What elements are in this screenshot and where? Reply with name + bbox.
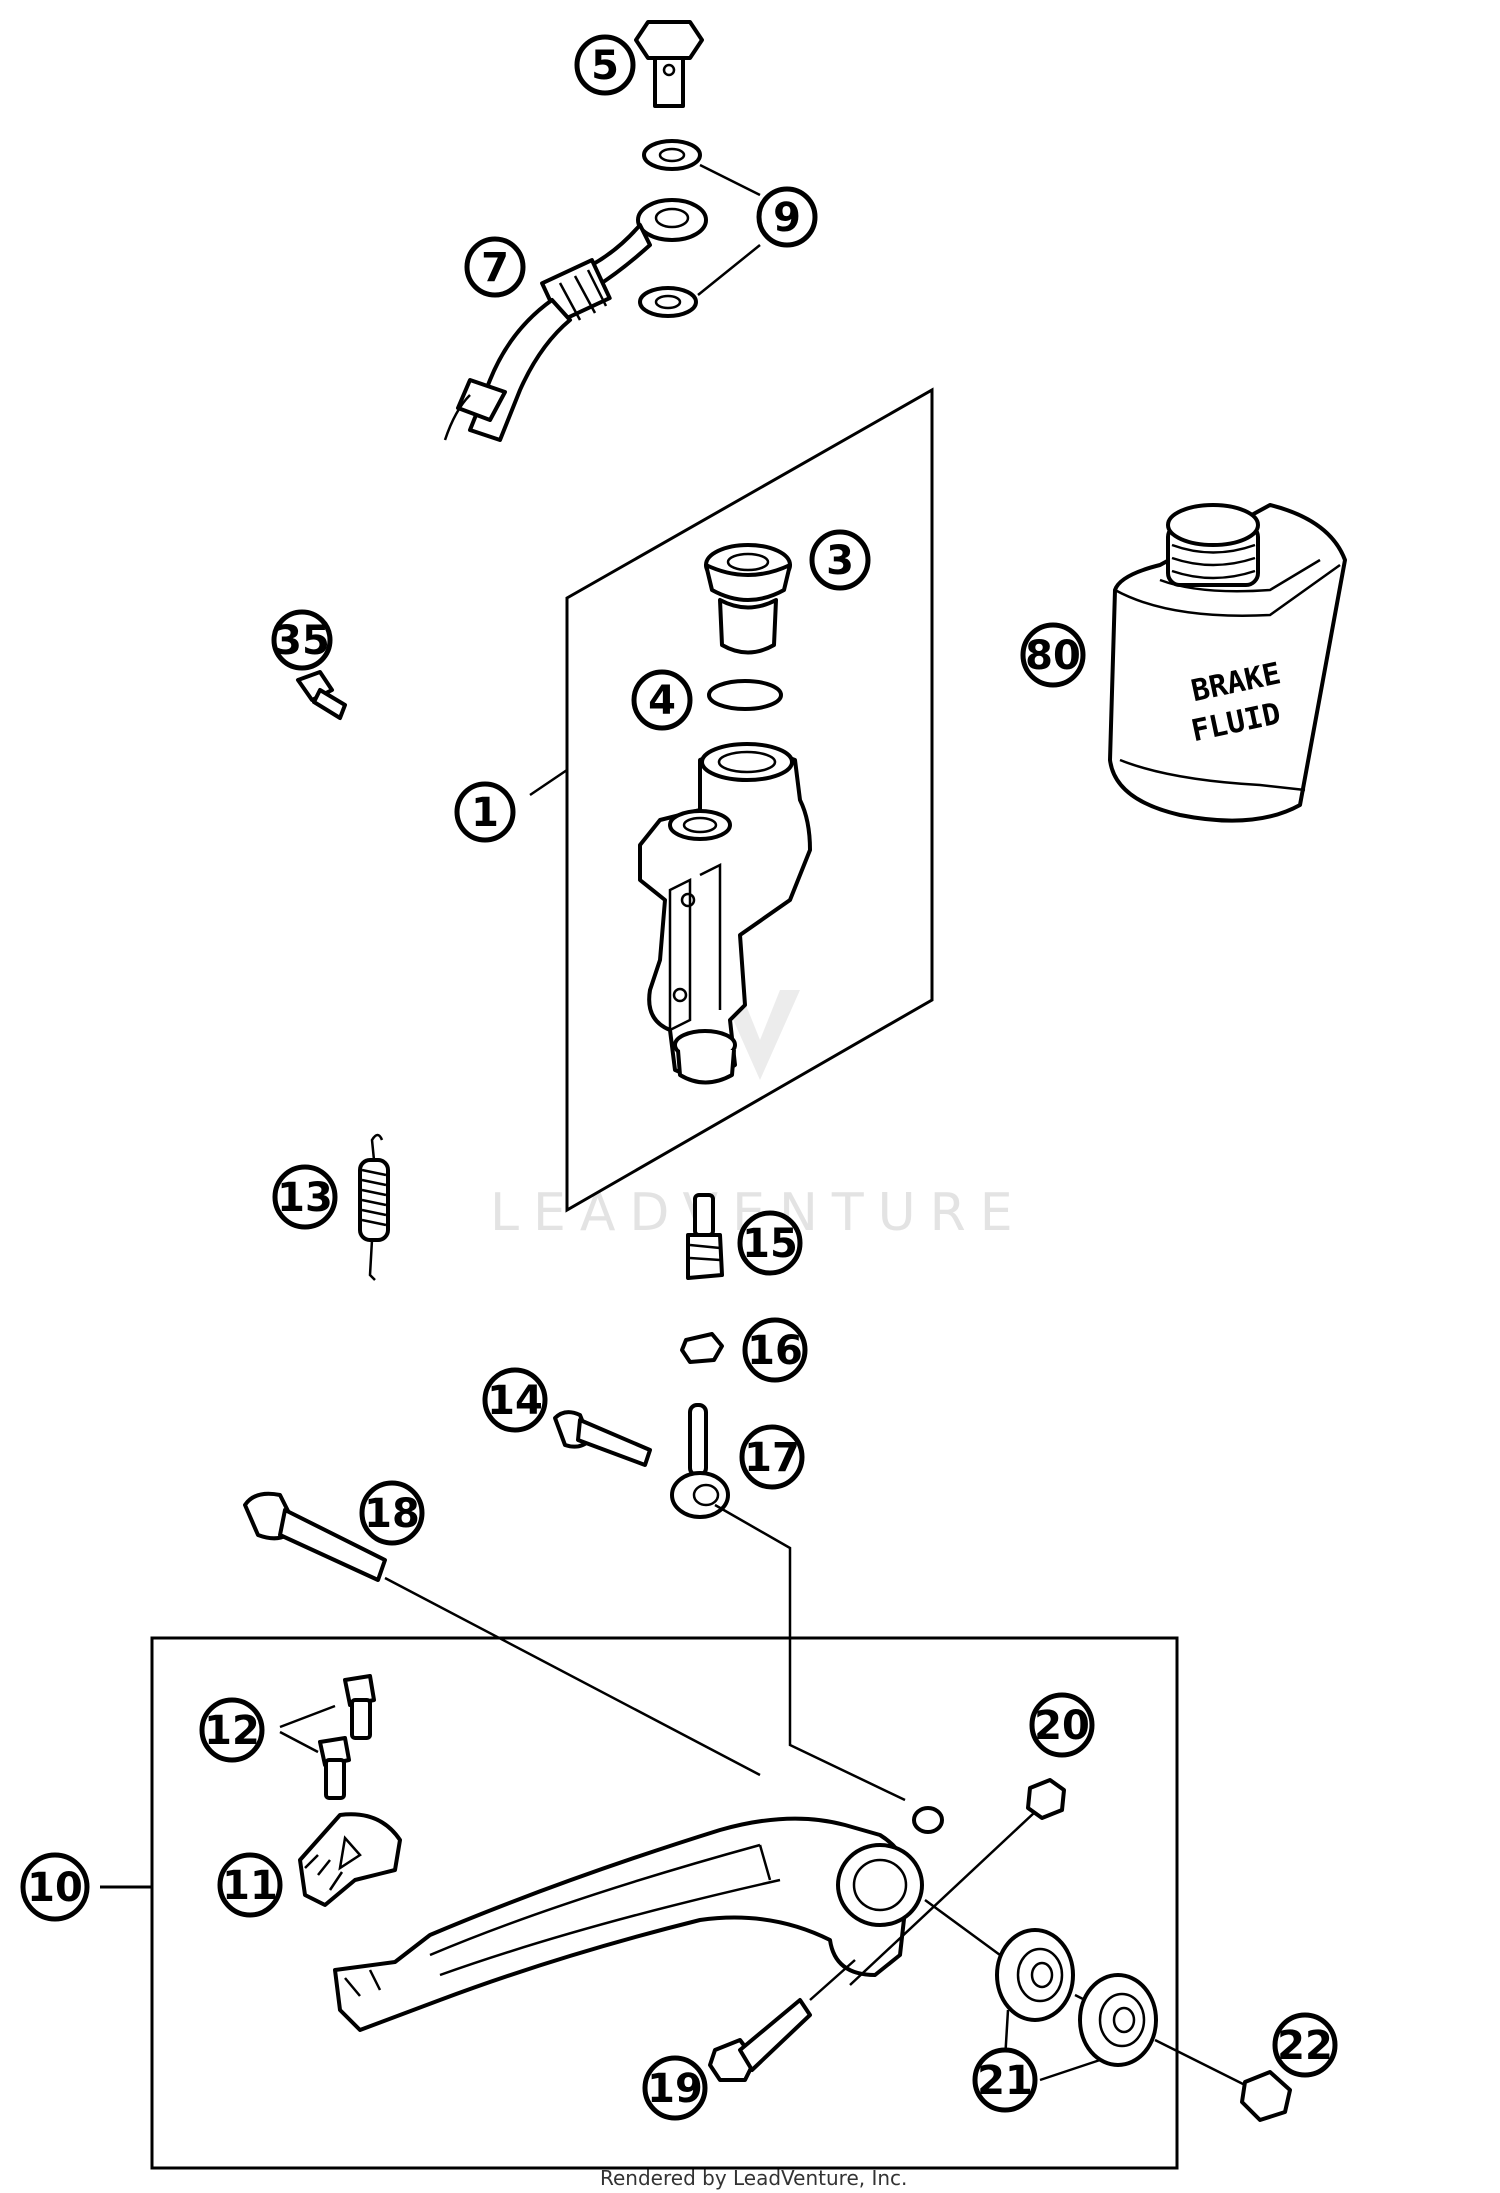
lock-nut — [680, 1332, 724, 1364]
master-cylinder-frame — [565, 387, 934, 1213]
lever-nut — [1026, 1778, 1066, 1820]
leader-washers — [697, 163, 761, 296]
brake-lever — [333, 1806, 944, 2032]
reservoir-cap — [704, 543, 792, 655]
svg-text:21: 21 — [977, 2058, 1033, 2104]
svg-text:15: 15 — [742, 1221, 798, 1267]
svg-text:35: 35 — [274, 618, 330, 664]
callout-4[interactable]: 4 — [631, 669, 693, 731]
callout-1[interactable]: 1 — [454, 781, 516, 843]
axle-nut — [1240, 2070, 1292, 2122]
brake-lever-frame — [100, 1636, 1179, 2170]
callout-16[interactable]: 16 — [742, 1317, 808, 1383]
callout-12[interactable]: 12 — [199, 1697, 265, 1763]
brake-hose — [443, 198, 708, 442]
callout-17[interactable]: 17 — [739, 1424, 805, 1490]
svg-text:11: 11 — [222, 1863, 278, 1909]
svg-text:3: 3 — [826, 538, 854, 584]
master-cylinder-body — [638, 742, 812, 1085]
callout-19[interactable]: 19 — [642, 2055, 708, 2121]
leader-bolts — [279, 1704, 336, 1754]
return-spring — [358, 1133, 390, 1281]
lever-bolt — [708, 1998, 812, 2082]
svg-text:18: 18 — [364, 1491, 420, 1537]
callout-13[interactable]: 13 — [272, 1164, 338, 1230]
callout-3[interactable]: 3 — [809, 529, 871, 591]
callout-5[interactable]: 5 — [574, 34, 636, 96]
callout-18[interactable]: 18 — [359, 1480, 425, 1546]
svg-text:5: 5 — [591, 43, 619, 89]
callout-22[interactable]: 22 — [1272, 2012, 1338, 2078]
svg-text:1: 1 — [471, 790, 499, 836]
push-rod — [686, 1193, 724, 1280]
svg-text:80: 80 — [1025, 633, 1081, 679]
callout-80[interactable]: 80 — [1020, 622, 1086, 688]
clevis — [670, 1403, 730, 1519]
svg-text:16: 16 — [747, 1328, 803, 1374]
footpeg-bolts — [318, 1674, 376, 1800]
svg-text:9: 9 — [773, 195, 801, 241]
leader-pivot-bolt — [384, 1576, 761, 1777]
watermark: LEADVENTURE — [490, 990, 1013, 1243]
svg-text:10: 10 — [27, 1865, 83, 1911]
o-ring — [707, 679, 783, 711]
pin-bolt — [553, 1410, 652, 1467]
svg-text:22: 22 — [1277, 2023, 1333, 2069]
svg-text:12: 12 — [204, 1708, 260, 1754]
callout-20[interactable]: 20 — [1029, 1692, 1095, 1758]
brake-step — [298, 1812, 402, 1907]
callout-15[interactable]: 15 — [737, 1210, 803, 1276]
small-bolt — [296, 670, 347, 720]
callout-7[interactable]: 7 — [464, 236, 526, 298]
render-credit: Rendered by LeadVenture, Inc. — [600, 2166, 907, 2190]
sealing-washers — [638, 139, 702, 318]
callout-10[interactable]: 10 — [20, 1852, 90, 1922]
brake-fluid-bottle: BRAKE FLUID — [1108, 503, 1347, 823]
callout-21[interactable]: 21 — [972, 2047, 1038, 2113]
banjo-bolt — [634, 20, 704, 108]
svg-text:19: 19 — [647, 2066, 703, 2112]
svg-text:17: 17 — [744, 1435, 800, 1481]
svg-text:20: 20 — [1034, 1703, 1090, 1749]
callout-9[interactable]: 9 — [756, 186, 818, 248]
leader-clevis — [714, 1503, 906, 1802]
callout-14[interactable]: 14 — [482, 1367, 548, 1433]
svg-text:13: 13 — [277, 1175, 333, 1221]
leader-bearings — [924, 1898, 1246, 2087]
leader-nut — [849, 1811, 1036, 1986]
svg-text:4: 4 — [648, 678, 676, 724]
pivot-bolt — [243, 1491, 387, 1582]
svg-text:14: 14 — [487, 1378, 543, 1424]
callout-11[interactable]: 11 — [217, 1852, 283, 1918]
svg-text:7: 7 — [481, 245, 509, 291]
bearings — [995, 1928, 1158, 2067]
leader-kit — [529, 768, 568, 797]
callout-35[interactable]: 35 — [271, 609, 333, 671]
leader-lever-bolt — [809, 1959, 856, 2001]
